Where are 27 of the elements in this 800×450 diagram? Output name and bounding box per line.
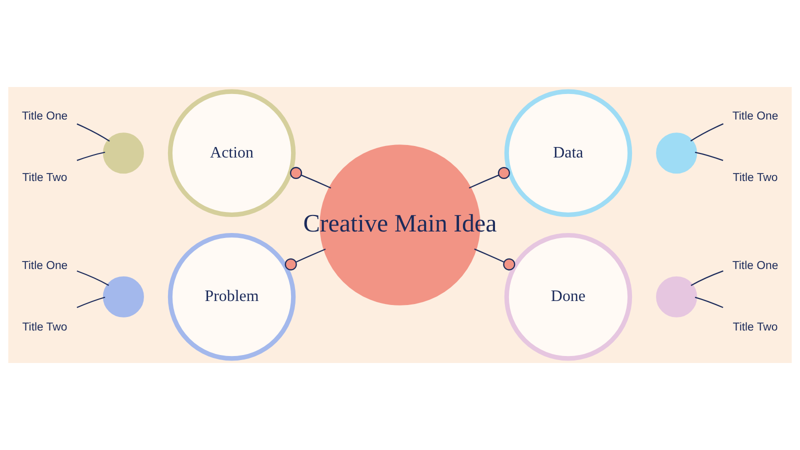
node-text: Title One (732, 110, 778, 123)
node-circle (102, 132, 144, 174)
node-label: Creative Main Idea (303, 210, 497, 238)
node-text: Title Two (732, 172, 778, 184)
node-text: Title One (732, 260, 778, 272)
connector (694, 152, 724, 161)
node-circle (656, 132, 698, 174)
connector (76, 152, 106, 161)
node-text: Title Two (732, 321, 778, 334)
connector (76, 296, 106, 308)
connector (690, 123, 724, 142)
node-circle: Data (504, 89, 632, 218)
connector (76, 270, 110, 286)
node-text: Title One (22, 110, 68, 123)
connector (468, 166, 510, 188)
connector (690, 270, 724, 286)
node-circle: Action (168, 89, 296, 218)
node-circle (102, 276, 144, 318)
connector (474, 248, 516, 270)
connector (76, 123, 110, 142)
connector (290, 166, 332, 189)
node-text: Title Two (22, 172, 68, 184)
node-text: Title Two (22, 321, 68, 334)
connector (694, 296, 724, 308)
node-text: Title One (22, 260, 68, 272)
node-circle (656, 276, 698, 318)
connector (284, 248, 326, 270)
